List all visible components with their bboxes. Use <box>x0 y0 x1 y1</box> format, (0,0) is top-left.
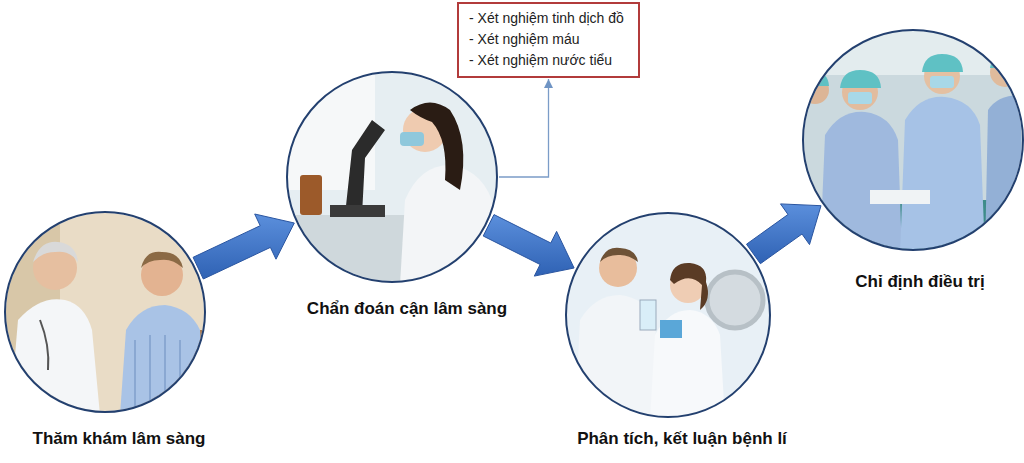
step-label: Chẩn đoán cận lâm sàng <box>307 299 507 319</box>
test-list-box: - Xét nghiệm tinh dịch đồ- Xét nghiệm má… <box>457 2 640 78</box>
step-label: Phân tích, kết luận bệnh lí <box>577 429 787 449</box>
list-item: - Xét nghiệm nước tiểu <box>469 50 626 71</box>
leader-connector <box>499 79 549 177</box>
arrowhead <box>544 79 553 88</box>
step-circle: Phân tích, kết luận bệnh lí <box>565 212 771 418</box>
step-circle: Thăm khám lâm sàng <box>4 211 206 413</box>
list-item: - Xét nghiệm máu <box>469 29 626 50</box>
consultation-photo <box>0 210 210 415</box>
step-label: Thăm khám lâm sàng <box>33 429 206 449</box>
step-circle: Chẩn đoán cận lâm sàng <box>286 71 498 283</box>
flow-arrow <box>747 204 822 264</box>
step-label: Chỉ định điều trị <box>855 272 984 292</box>
flow-arrow <box>483 215 574 277</box>
step-circle: Chỉ định điều trị <box>802 29 1024 251</box>
list-item: - Xét nghiệm tinh dịch đồ <box>469 8 626 29</box>
flow-arrow <box>193 214 294 279</box>
surgery-photo <box>800 25 1024 255</box>
analysis-photo <box>560 210 775 420</box>
microscope-photo <box>285 70 500 285</box>
